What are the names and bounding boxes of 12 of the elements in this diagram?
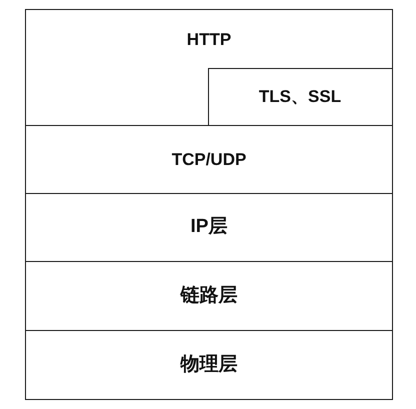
layer-box (25, 261, 393, 332)
layer-label: TLS、SSL (258, 86, 342, 107)
layer-label: HTTP (186, 30, 232, 50)
layer-label: TCP/UDP (172, 150, 246, 170)
protocol-layer-box (208, 68, 392, 126)
layer-label: 物理层 (180, 354, 238, 376)
layer-label: IP层 (190, 216, 228, 240)
layer-box (25, 193, 393, 262)
layer-label: 链路层 (180, 284, 238, 308)
layer-box (25, 330, 393, 400)
layer-box (25, 9, 393, 126)
layer-box (25, 125, 393, 194)
